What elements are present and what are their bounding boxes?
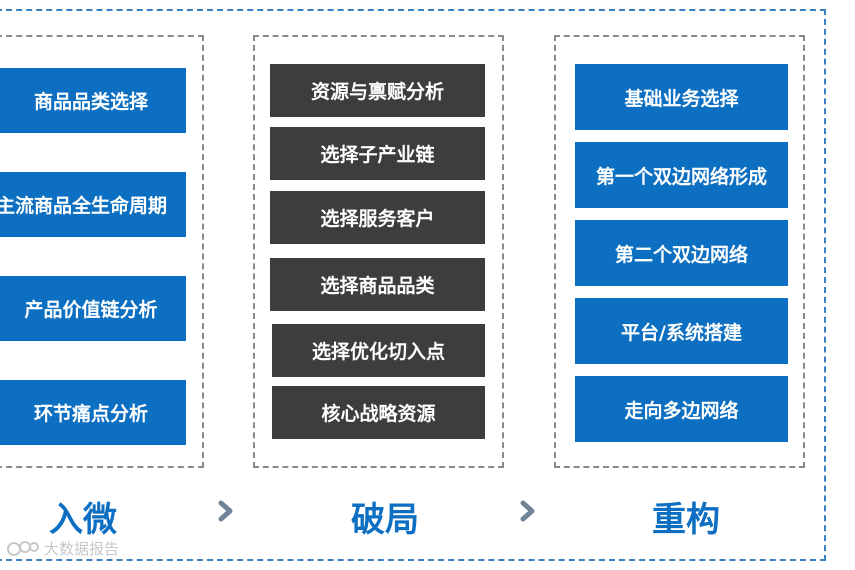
watermark-logo-icon bbox=[7, 540, 39, 556]
stage-label-2: 破局 bbox=[351, 500, 419, 540]
column-3-item: 平台/系统搭建 bbox=[575, 298, 788, 364]
stage-label-3: 重构 bbox=[652, 500, 720, 540]
column-2-item: 选择商品品类 bbox=[270, 258, 485, 311]
column-2-frame bbox=[253, 35, 504, 468]
column-1-item: 产品价值链分析 bbox=[0, 276, 186, 341]
column-3-item: 第二个双边网络 bbox=[575, 220, 788, 286]
column-1-item: 商品品类选择 bbox=[0, 68, 186, 133]
column-3-item: 基础业务选择 bbox=[575, 64, 788, 130]
outer-dashed-frame bbox=[0, 9, 826, 561]
stage-label-1: 入微 bbox=[49, 500, 117, 540]
column-3-frame bbox=[554, 35, 805, 468]
column-3-item: 第一个双边网络形成 bbox=[575, 142, 788, 208]
column-2-item: 选择优化切入点 bbox=[272, 324, 485, 377]
column-2-item: 选择服务客户 bbox=[270, 191, 485, 244]
column-3-item: 走向多边网络 bbox=[575, 376, 788, 442]
watermark-text: 大数据报告 bbox=[44, 540, 120, 558]
chevron-right-icon bbox=[520, 500, 535, 522]
column-1-frame bbox=[0, 35, 204, 468]
column-2-item: 核心战略资源 bbox=[272, 386, 485, 439]
chevron-right-icon bbox=[218, 500, 233, 522]
column-2-item: 资源与禀赋分析 bbox=[270, 64, 485, 117]
watermark: 大数据报告 bbox=[6, 538, 119, 559]
column-2-item: 选择子产业链 bbox=[270, 127, 485, 180]
column-1-item: 环节痛点分析 bbox=[0, 380, 186, 445]
column-1-item: 主流商品全生命周期 bbox=[0, 172, 186, 237]
